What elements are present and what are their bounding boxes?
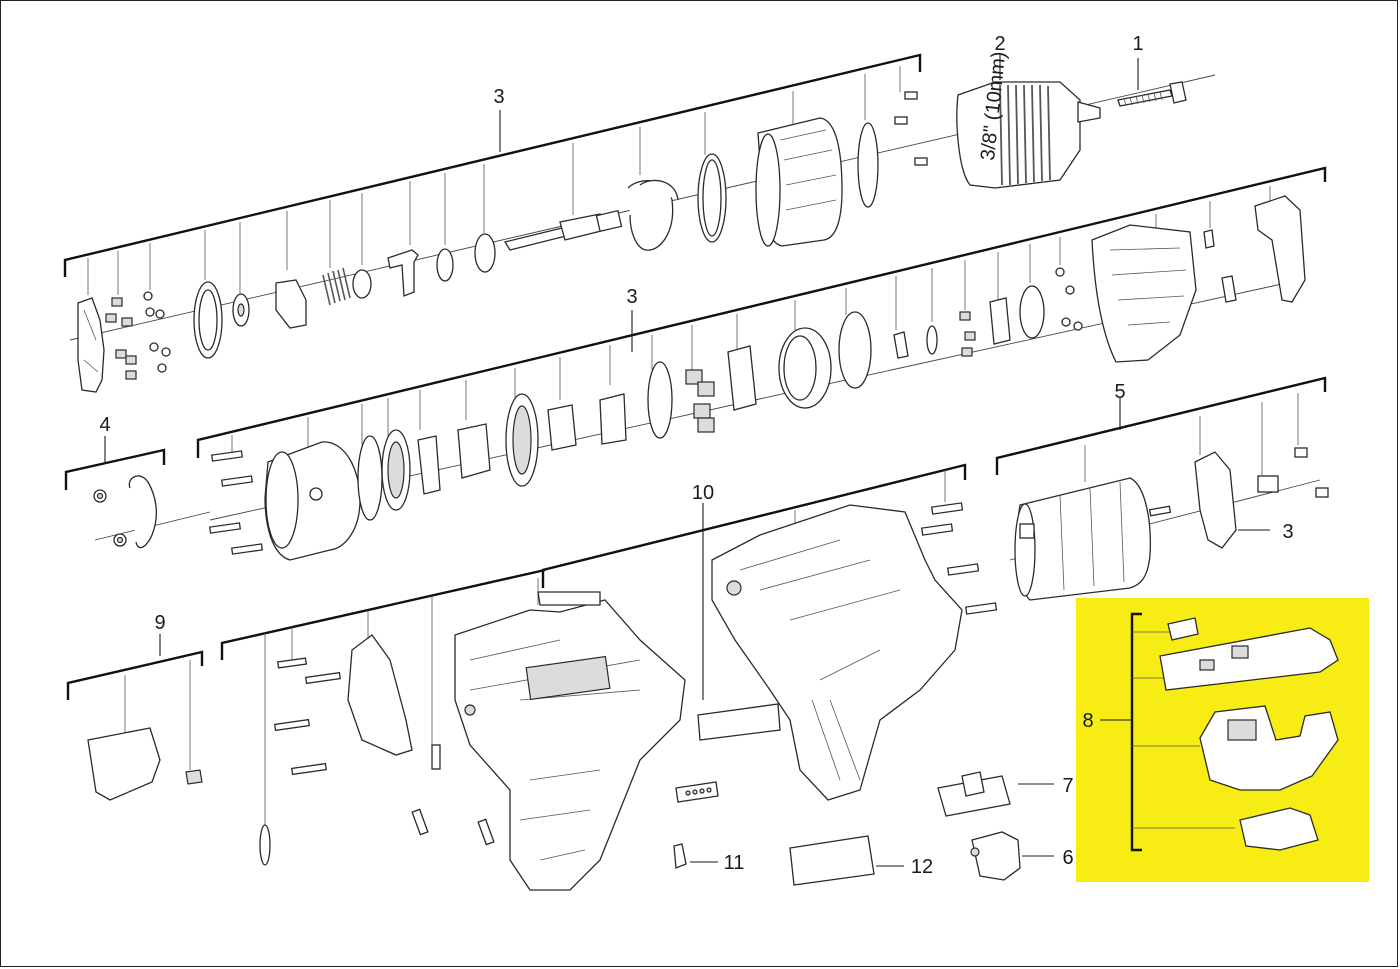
small-parts (673, 771, 1054, 886)
middle-assembly (196, 166, 1327, 561)
label-6: 6 (1062, 847, 1073, 869)
label-9: 9 (154, 612, 165, 634)
label-3-motor: 3 (1282, 521, 1293, 543)
motor-group-5 (995, 376, 1329, 601)
label-4: 4 (99, 414, 110, 436)
callout-labels: 1 2 3 3 3 4 5 6 7 8 9 10 11 12 (99, 33, 1293, 878)
middle-assembly-bracket (196, 166, 1327, 458)
top-assembly (63, 53, 1216, 393)
belt-clip-group-9 (66, 634, 204, 801)
label-3-top: 3 (493, 86, 504, 108)
label-10: 10 (692, 482, 714, 504)
chuck-assembly: 3/8" (10mm) (956, 50, 1187, 189)
label-2: 2 (994, 33, 1005, 55)
label-5: 5 (1114, 381, 1125, 403)
housing-left-half (220, 568, 686, 891)
label-1: 1 (1132, 33, 1143, 55)
top-assembly-bracket (63, 53, 922, 277)
label-12: 12 (911, 856, 933, 878)
label-8: 8 (1082, 710, 1093, 732)
label-3-middle: 3 (626, 286, 637, 308)
label-11: 11 (724, 852, 745, 874)
label-7: 7 (1062, 775, 1073, 797)
group-4 (64, 436, 211, 549)
electronics-group-8 (1100, 612, 1339, 852)
housing-right-half (541, 463, 998, 801)
